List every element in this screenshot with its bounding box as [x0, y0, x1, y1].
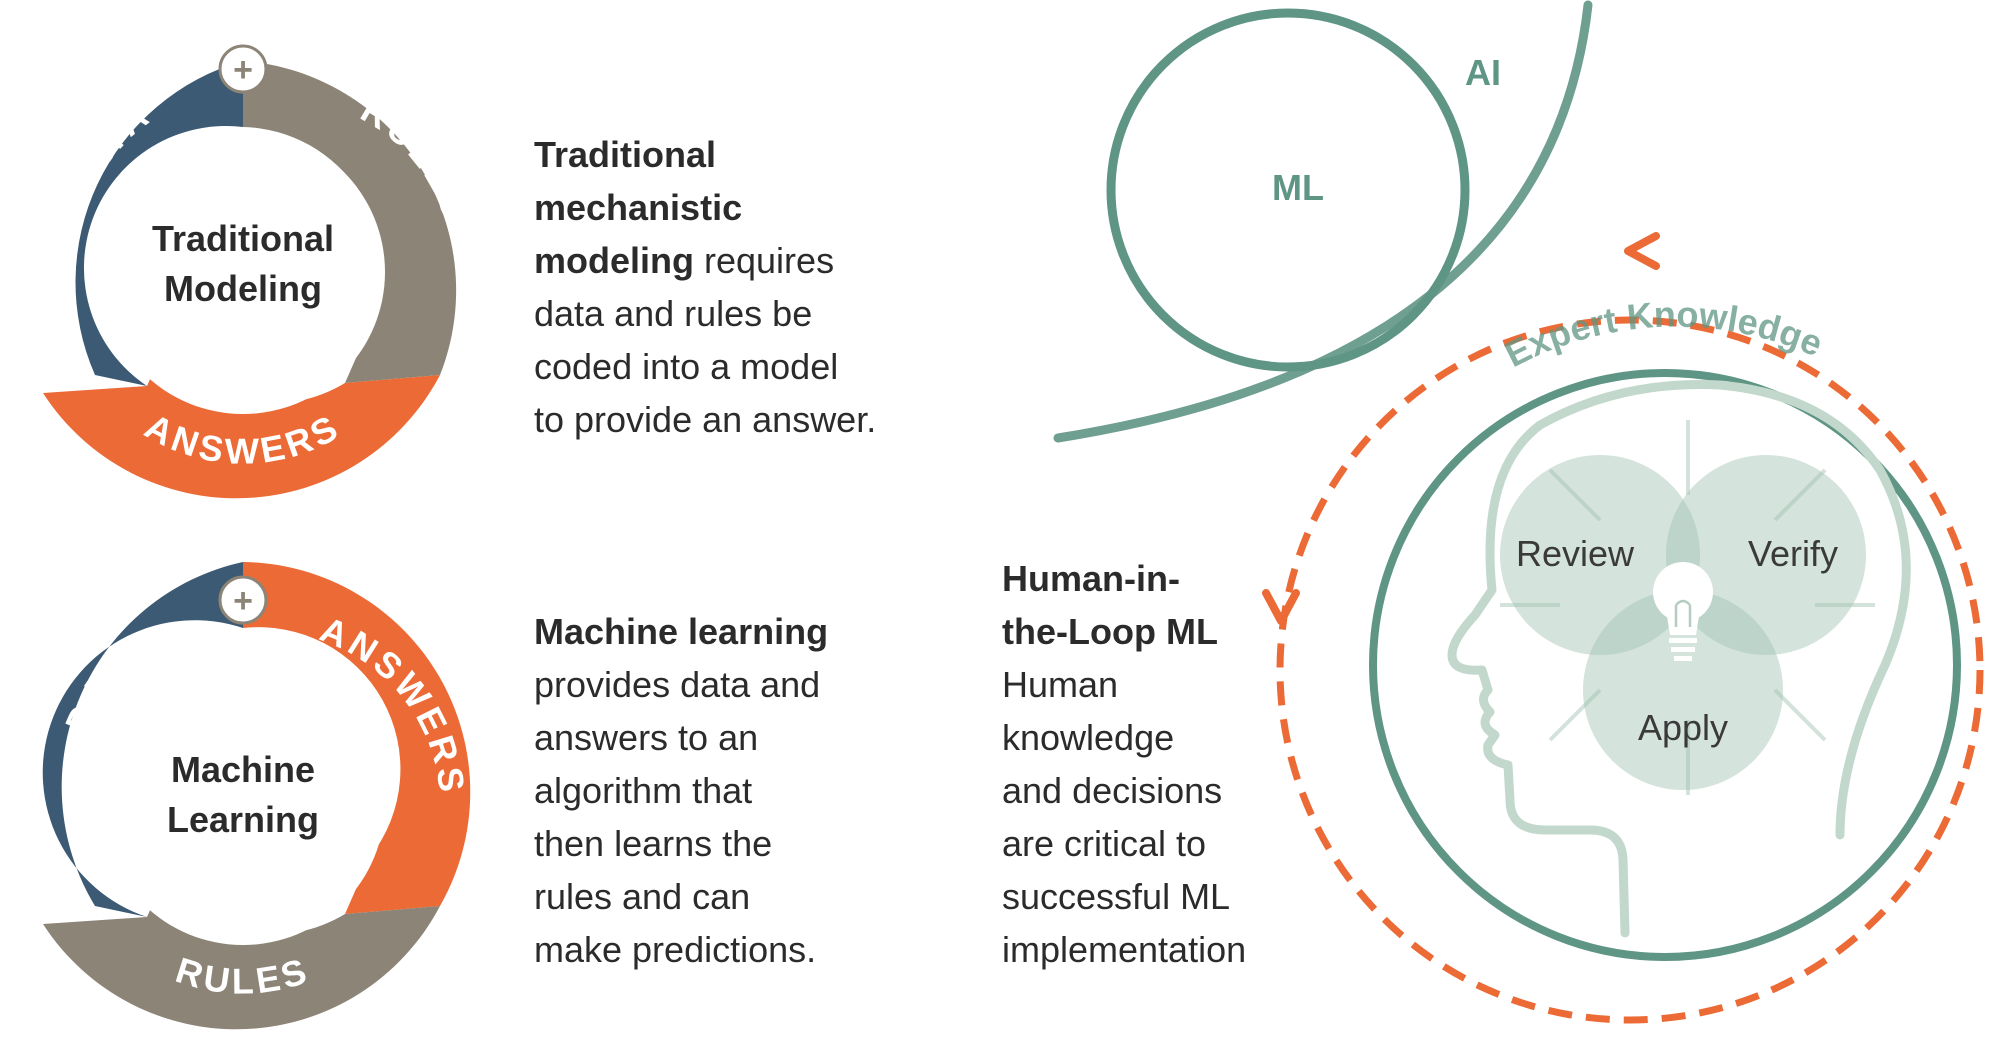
description-bold-line: Machine learning	[534, 611, 829, 652]
loop-arrow-top	[1624, 232, 1660, 270]
description-line: Human	[1002, 664, 1119, 705]
description-bold-line: Traditional	[534, 134, 717, 175]
review-label: Review	[1516, 533, 1635, 574]
center-title-line2: Learning	[167, 799, 319, 840]
description-line: rules and can	[534, 876, 751, 917]
description-line: make predictions.	[534, 929, 817, 970]
plus-icon: +	[233, 51, 253, 89]
traditional-modeling-cycle: + DATA RULES ANSWERS Traditional Modelin…	[43, 44, 474, 499]
description-line: answers to an	[534, 717, 759, 758]
description-line: data and rules be	[534, 293, 813, 334]
hitl-title-line1: Human-in-	[1002, 558, 1180, 599]
description-line: to provide an answer.	[534, 399, 877, 440]
verify-circle	[1666, 455, 1866, 655]
apply-circle	[1583, 590, 1783, 790]
lightbulb-icon	[1653, 562, 1713, 661]
ml-label: ML	[1272, 167, 1324, 208]
ml-ai-venn: ML AI	[1053, 0, 1593, 443]
plus-icon: +	[233, 582, 253, 620]
machine-learning-cycle: + DATA ANSWERS RULES Machine Learning	[42, 562, 471, 1030]
hitl-description: Human-in- the-Loop ML Human knowledge an…	[1002, 552, 1302, 976]
description-line: knowledge	[1002, 717, 1175, 758]
rules-segment	[243, 61, 457, 383]
machine-learning-description: Machine learning provides data and answe…	[534, 605, 954, 976]
plus-node	[218, 44, 268, 94]
description-text: requires	[694, 240, 835, 281]
review-circle	[1500, 455, 1700, 655]
head-silhouette	[1447, 380, 1911, 938]
description-line: provides data and	[534, 664, 821, 705]
answers-segment	[43, 352, 440, 499]
feedback-loop	[1276, 316, 1984, 1024]
expert-circle	[1369, 369, 1961, 961]
ml-circle	[1106, 8, 1470, 372]
ai-boundary-arc	[1053, 0, 1593, 443]
hitl-title-line2: the-Loop ML	[1002, 611, 1218, 652]
expert-knowledge-diagram: Expert Knowledge Review Verif	[1262, 232, 1984, 1024]
description-line: then learns the	[534, 823, 773, 864]
plus-node	[218, 575, 268, 625]
description-line: successful ML	[1002, 876, 1231, 917]
idea-rays	[1500, 420, 1875, 795]
description-bold-line: mechanistic	[534, 187, 743, 228]
description-bold-line: modeling	[534, 240, 694, 281]
description-line: and decisions	[1002, 770, 1223, 811]
center-title-line1: Traditional	[152, 218, 334, 259]
description-line: are critical to	[1002, 823, 1207, 864]
answers-segment	[243, 562, 471, 914]
verify-label: Verify	[1748, 533, 1838, 574]
description-line: algorithm that	[534, 770, 753, 811]
ai-label: AI	[1465, 52, 1501, 93]
description-line: coded into a model	[534, 346, 839, 387]
expert-knowledge-label: Expert Knowledge	[1498, 294, 1829, 375]
rules-segment	[43, 883, 440, 1030]
apply-label: Apply	[1638, 707, 1728, 748]
description-line: implementation	[1002, 929, 1247, 970]
center-title-line2: Modeling	[164, 268, 322, 309]
traditional-description: Traditional mechanistic modeling require…	[534, 128, 954, 446]
center-title-line1: Machine	[171, 749, 315, 790]
data-segment	[75, 61, 243, 386]
loop-arrow-left	[1262, 589, 1300, 625]
